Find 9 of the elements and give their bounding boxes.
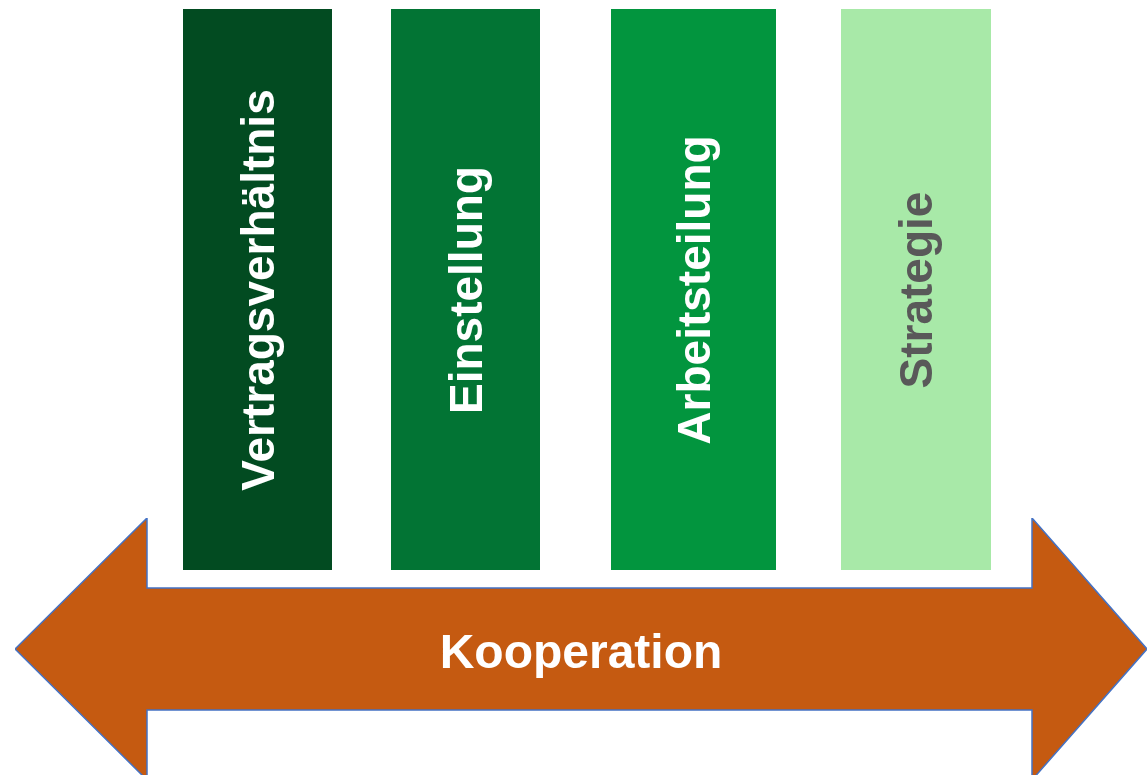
vertical-bar — [391, 9, 540, 570]
bar-label: Vertragsverhältnis — [230, 88, 285, 491]
vertical-bar — [611, 9, 776, 570]
bar-label: Einstellung — [438, 165, 493, 414]
vertical-bar — [841, 9, 991, 570]
vertical-bar — [183, 9, 332, 570]
bar-label: Strategie — [889, 191, 943, 388]
bar-label: Arbeitsteilung — [666, 134, 721, 445]
arrow-label: Kooperation — [439, 623, 723, 679]
